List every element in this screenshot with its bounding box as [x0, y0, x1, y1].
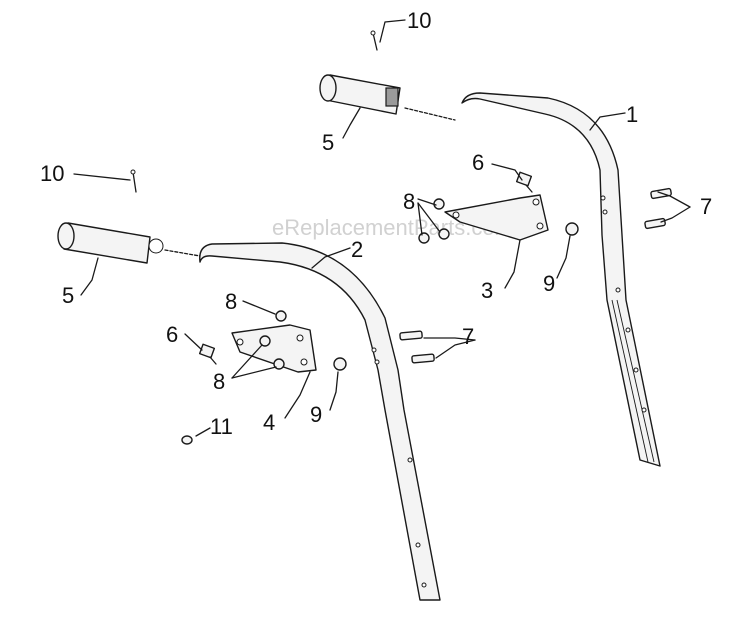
- callout-6-lower: 6: [166, 322, 178, 347]
- bolts-7-lower: [399, 330, 435, 364]
- bolt-6-upper: [515, 171, 533, 193]
- callout-2: 2: [351, 237, 363, 262]
- bolt-6-lower: [198, 343, 217, 365]
- nuts-8-lower: [259, 310, 287, 370]
- callout-11: 11: [210, 414, 233, 439]
- callout-8-lower: 8: [213, 369, 225, 394]
- callout-4: 4: [263, 410, 275, 435]
- bolts-7-upper: [644, 187, 672, 230]
- washer-11: [181, 435, 193, 445]
- callout-9-upper: 9: [543, 271, 555, 296]
- callout-8-lower-top: 8: [225, 289, 237, 314]
- pin-10-upper: [370, 30, 378, 51]
- callout-1: 1: [626, 102, 638, 127]
- callout-5-upper: 5: [322, 130, 334, 155]
- pin-10-lower: [130, 169, 137, 193]
- upper-handle-right: [461, 92, 661, 467]
- callout-5-lower: 5: [62, 283, 74, 308]
- callout-10-upper: 10: [407, 8, 431, 33]
- callout-7-lower: 7: [462, 324, 474, 349]
- bracket-left: [231, 324, 317, 373]
- callout-6-upper: 6: [472, 150, 484, 175]
- washer-9-upper: [565, 222, 579, 236]
- nuts-8-upper: [418, 198, 450, 244]
- callout-3: 3: [481, 278, 493, 303]
- callout-7-upper: 7: [700, 194, 712, 219]
- leader-lines: [73, 19, 691, 437]
- grip-upper: [319, 74, 456, 121]
- washer-9-lower: [333, 357, 347, 371]
- lower-handle-left: [199, 242, 441, 601]
- callout-8-upper: 8: [403, 189, 415, 214]
- callout-9-lower: 9: [310, 402, 322, 427]
- grip-lower: [57, 222, 201, 264]
- callout-10-lower: 10: [40, 161, 64, 186]
- bracket-right: [444, 194, 549, 241]
